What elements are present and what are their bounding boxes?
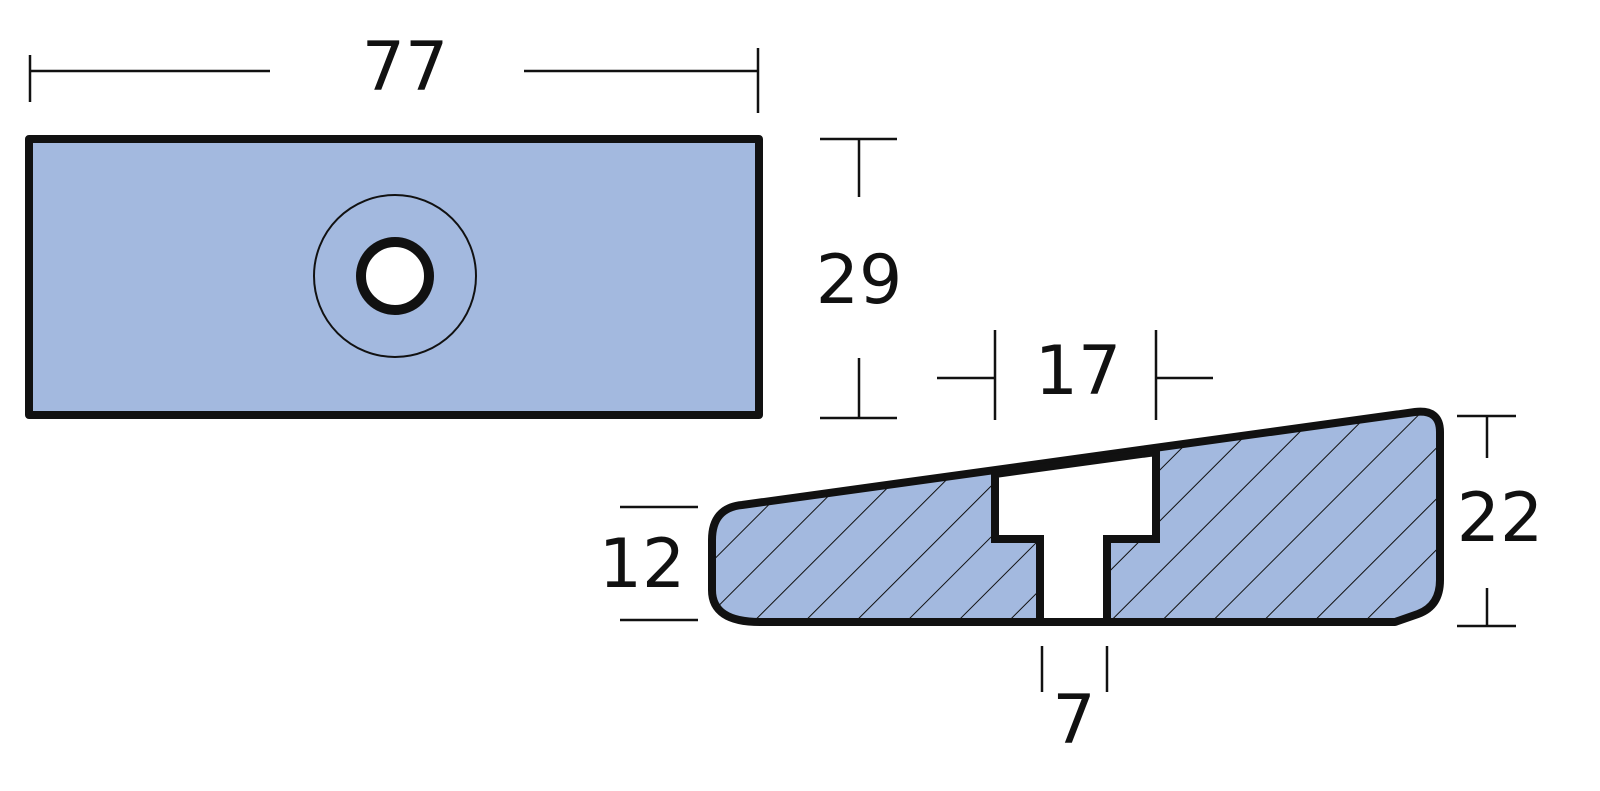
hole-width-label: 7 xyxy=(1052,681,1095,760)
left-height-dimension: 12 xyxy=(599,505,698,622)
hole-width-dimension: 7 xyxy=(1040,646,1109,760)
length-label: 77 xyxy=(362,28,449,107)
left-height-label: 12 xyxy=(599,525,686,604)
right-height-label: 22 xyxy=(1457,479,1544,558)
slot-width-dimension: 17 xyxy=(937,330,1213,420)
slot-width-label: 17 xyxy=(1035,332,1122,411)
length-dimension: 77 xyxy=(28,28,760,113)
countersink-circle xyxy=(313,194,477,358)
right-height-dimension: 22 xyxy=(1457,414,1544,628)
top-view: 77 29 xyxy=(25,28,903,420)
width-dimension: 29 xyxy=(816,137,903,420)
mounting-hole xyxy=(356,237,434,315)
width-label: 29 xyxy=(816,241,903,320)
section-view: 17 12 22 7 xyxy=(599,330,1544,760)
